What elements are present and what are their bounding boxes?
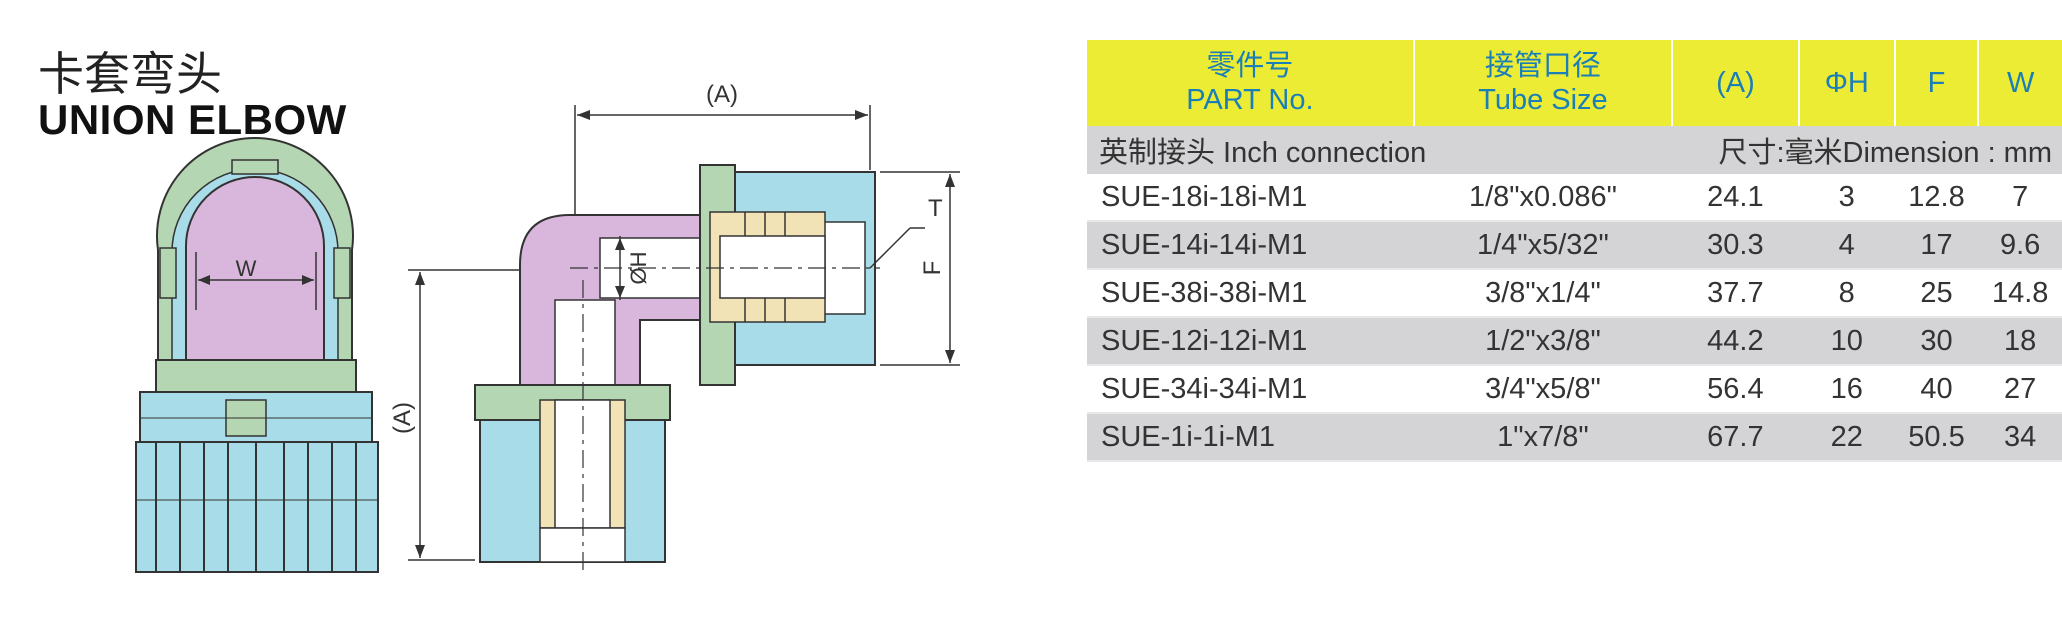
cell-tube: 3/4"x5/8" xyxy=(1413,365,1673,414)
a-left-label: (A) xyxy=(389,402,416,434)
cell-a: 37.7 xyxy=(1672,269,1799,318)
title-english: UNION ELBOW xyxy=(38,96,347,143)
cell-tube: 1/4"x5/32" xyxy=(1413,221,1673,270)
cell-a: 30.3 xyxy=(1672,221,1799,270)
cell-part: SUE-18i-18i-M1 xyxy=(1087,174,1414,222)
cell-a: 67.7 xyxy=(1672,413,1799,462)
cell-f: 40 xyxy=(1894,365,1979,414)
cell-tube: 1"x7/8" xyxy=(1413,413,1673,462)
table-row: SUE-18i-18i-M1 1/8"x0.086" 24.1 3 12.8 7 xyxy=(1087,174,2062,222)
t-label: T xyxy=(928,195,943,222)
union-elbow-drawing: W (A) (A xyxy=(135,81,960,575)
cell-f: 25 xyxy=(1894,269,1979,318)
cell-tube: 3/8"x1/4" xyxy=(1413,269,1673,318)
header-a: (A) xyxy=(1672,40,1800,126)
section-view: (A) (A) F xyxy=(389,81,960,575)
section-row: 英制接头 Inch connection 尺寸:毫米Dimension : mm xyxy=(1087,126,2062,174)
cell-part: SUE-38i-38i-M1 xyxy=(1087,269,1414,318)
cell-tube: 1/2"x3/8" xyxy=(1413,317,1673,366)
cell-f: 50.5 xyxy=(1894,413,1979,462)
cell-h: 8 xyxy=(1798,269,1895,318)
table-row: SUE-38i-38i-M1 3/8"x1/4" 37.7 8 25 14.8 xyxy=(1087,269,2062,318)
cell-h: 22 xyxy=(1798,413,1895,462)
section-inch-connection: 英制接头 Inch connection xyxy=(1087,126,1673,174)
table-row: SUE-14i-14i-M1 1/4"x5/32" 30.3 4 17 9.6 xyxy=(1087,221,2062,270)
cell-w: 27 xyxy=(1978,365,2062,414)
cell-part: SUE-34i-34i-M1 xyxy=(1087,365,1414,414)
cell-part: SUE-14i-14i-M1 xyxy=(1087,221,1414,270)
cell-w: 18 xyxy=(1978,317,2062,366)
front-view: W xyxy=(135,137,379,573)
cell-a: 24.1 xyxy=(1672,174,1799,222)
cell-h: 4 xyxy=(1798,221,1895,270)
cell-a: 56.4 xyxy=(1672,365,1799,414)
cell-part: SUE-12i-12i-M1 xyxy=(1087,317,1414,366)
cell-f: 17 xyxy=(1894,221,1979,270)
header-w: W xyxy=(1978,40,2062,126)
table-row: SUE-12i-12i-M1 1/2"x3/8" 44.2 10 30 18 xyxy=(1087,317,2062,366)
header-phi-h: ΦH xyxy=(1798,40,1896,126)
cell-h: 3 xyxy=(1798,174,1895,222)
cell-a: 44.2 xyxy=(1672,317,1799,366)
cell-h: 10 xyxy=(1798,317,1895,366)
cell-w: 14.8 xyxy=(1978,269,2062,318)
f-label: F xyxy=(919,261,946,276)
section-dimension-unit: 尺寸:毫米Dimension : mm xyxy=(1672,126,2062,174)
cell-h: 16 xyxy=(1798,365,1895,414)
cell-w: 34 xyxy=(1978,413,2062,462)
table-row: SUE-1i-1i-M1 1"x7/8" 67.7 22 50.5 34 xyxy=(1087,413,2062,462)
table-row: SUE-34i-34i-M1 3/4"x5/8" 56.4 16 40 27 xyxy=(1087,365,2062,414)
phi-h-label: ØH xyxy=(626,252,651,285)
title-chinese: 卡套弯头 xyxy=(38,47,222,101)
cell-f: 12.8 xyxy=(1894,174,1979,222)
cell-part: SUE-1i-1i-M1 xyxy=(1087,413,1414,462)
header-f: F xyxy=(1894,40,1980,126)
a-top-label: (A) xyxy=(706,81,738,108)
cell-w: 9.6 xyxy=(1978,221,2062,270)
cell-w: 7 xyxy=(1978,174,2062,222)
cell-f: 30 xyxy=(1894,317,1979,366)
w-label: W xyxy=(236,256,257,281)
cell-tube: 1/8"x0.086" xyxy=(1413,174,1673,222)
